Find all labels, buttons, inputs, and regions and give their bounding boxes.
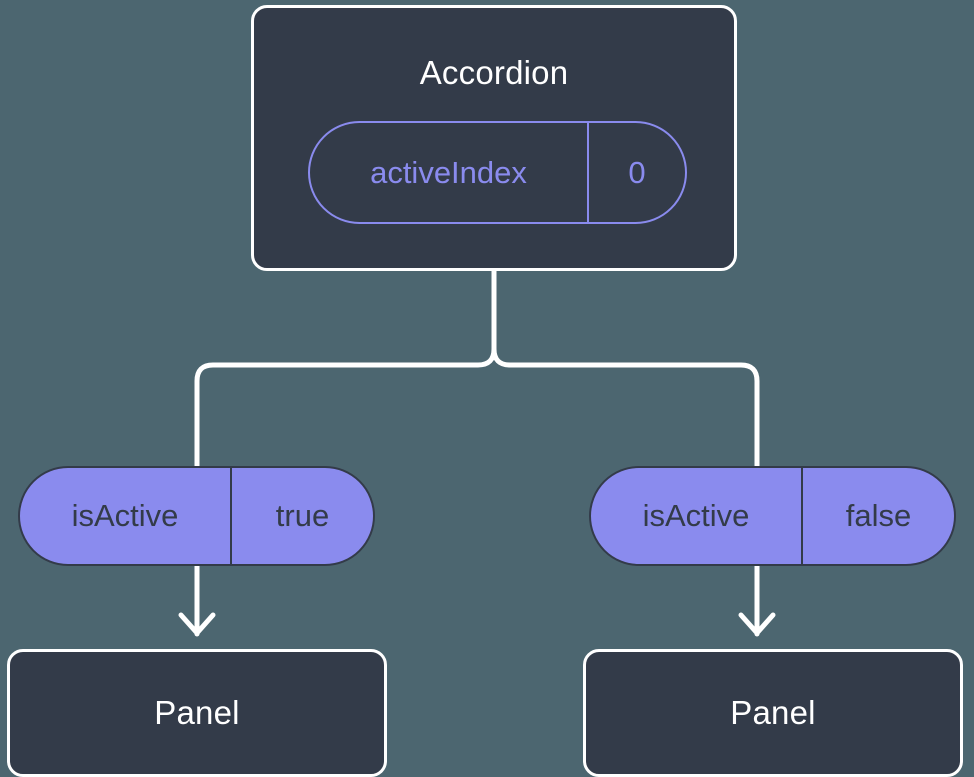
state-pill-activeindex-value: 0: [628, 154, 646, 190]
state-pill-activeindex-key: activeIndex: [310, 123, 589, 222]
accordion-component-card[interactable]: Accordion activeIndex 0: [251, 5, 737, 271]
arrow-head-right: [738, 612, 776, 636]
fork-branch-right: [491, 268, 760, 469]
prop-pill-isactive-left-value: true: [275, 498, 330, 533]
prop-pill-isactive-right[interactable]: isActive false: [589, 466, 956, 566]
panel-title-right: Panel: [730, 694, 816, 731]
fork-branch-left: [194, 268, 497, 469]
prop-pill-isactive-right-key: isActive: [591, 468, 803, 564]
prop-pill-isactive-left[interactable]: isActive true: [18, 466, 375, 566]
prop-pill-isactive-right-value: false: [845, 498, 912, 533]
state-pill-activeindex[interactable]: activeIndex 0: [308, 121, 687, 224]
panel-component-card-right[interactable]: Panel: [583, 649, 963, 777]
prop-pill-isactive-left-key: isActive: [20, 468, 232, 564]
panel-component-card-left[interactable]: Panel: [7, 649, 387, 777]
arrow-head-left: [178, 612, 216, 636]
panel-title-left: Panel: [154, 694, 240, 731]
accordion-title: Accordion: [419, 54, 569, 91]
